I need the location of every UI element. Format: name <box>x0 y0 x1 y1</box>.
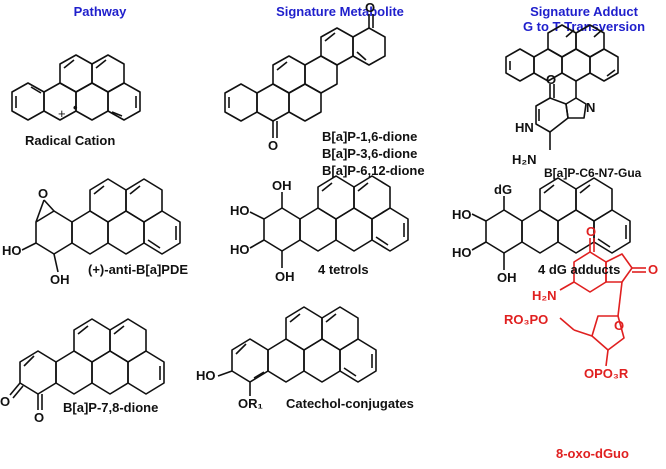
atom-h2n-gua: H₂N <box>512 152 537 167</box>
ring <box>605 253 633 283</box>
atom-hn-gua: HN <box>515 120 534 135</box>
ring <box>593 209 631 254</box>
ring <box>317 175 355 220</box>
label-dione-16: B[a]P-1,6-dione <box>322 129 418 144</box>
ring <box>71 210 109 255</box>
header-adduct-line1: Signature Adduct <box>530 4 638 19</box>
ring <box>109 318 147 363</box>
label-catechol: Catechol-conjugates <box>286 396 414 411</box>
ring <box>55 350 93 395</box>
ring <box>485 209 523 254</box>
label-dg-adducts: 4 dG adducts <box>538 262 621 277</box>
label-dione-78: B[a]P-7,8-dione <box>63 400 159 415</box>
atom-ho-tetrol-1: HO <box>230 203 250 218</box>
ring <box>339 338 377 383</box>
header-signature-metabolite: Signature Metabolite <box>276 4 404 19</box>
ring <box>91 350 129 395</box>
ring <box>521 209 559 254</box>
gua-adduct-structure <box>505 24 619 150</box>
atom-o-78-a: O <box>0 394 11 409</box>
atom-n-gua: N <box>586 100 596 115</box>
atom-o-sugar: O <box>614 318 625 333</box>
ring <box>73 318 111 363</box>
atom-o-oxo-top: O <box>586 224 597 239</box>
ring <box>263 207 301 252</box>
atom-oh-tetrol-bottom: OH <box>275 269 295 284</box>
atom-o-dione-bottom: O <box>268 138 279 153</box>
dione-78-structure <box>9 318 165 410</box>
bpde-structure <box>21 178 181 273</box>
ring <box>107 210 145 255</box>
atom-or1-catechol: OR₁ <box>238 396 263 411</box>
catechol-structure <box>217 306 377 396</box>
ring <box>35 210 73 255</box>
ring <box>575 177 613 222</box>
ring <box>353 175 391 220</box>
ring <box>59 54 93 93</box>
ring <box>127 350 165 395</box>
label-tetrols: 4 tetrols <box>318 262 369 277</box>
ring <box>371 207 409 252</box>
atom-ho-tetrol-2: HO <box>230 242 250 257</box>
ring <box>561 48 591 82</box>
atom-opo3r: OPO₃R <box>584 366 629 381</box>
label-dione-36: B[a]P-3,6-dione <box>322 146 418 161</box>
header-pathway: Pathway <box>73 4 127 19</box>
atom-ho-bpde: HO <box>2 243 22 258</box>
atom-oh-dg: OH <box>497 270 517 285</box>
atom-ho-catechol: HO <box>196 368 216 383</box>
ring <box>143 210 181 255</box>
ring <box>288 83 322 122</box>
label-gua-adduct: B[a]P-C6-N7-Gua <box>544 166 642 180</box>
atom-o-oxo-right: O <box>648 262 659 277</box>
dione-structure <box>224 14 386 138</box>
ring <box>539 177 577 222</box>
ring <box>321 306 359 351</box>
ring <box>303 338 341 383</box>
ring <box>125 178 163 223</box>
atom-o-gua: O <box>546 72 557 87</box>
radical-cation-structure <box>11 54 141 121</box>
ring <box>535 97 569 133</box>
ring <box>565 97 587 119</box>
atom-ho-dg-2: HO <box>452 245 472 260</box>
label-oxo-dguo: 8-oxo-dGuo <box>556 446 629 461</box>
atom-o-78-b: O <box>34 410 45 425</box>
tetrols-structure <box>249 175 409 268</box>
radical-dot: • <box>73 100 78 115</box>
label-bpde: (+)-anti-B[a]PDE <box>88 262 189 277</box>
label-radical-cation: Radical Cation <box>25 133 116 148</box>
atom-dg: dG <box>494 182 513 197</box>
atom-ho-dg-1: HO <box>452 207 472 222</box>
ring <box>19 350 57 395</box>
ring <box>285 306 323 351</box>
ring <box>107 82 141 121</box>
plus-charge: + <box>58 106 66 121</box>
ring <box>320 27 354 66</box>
sugar-ring <box>591 315 625 351</box>
atom-oh-bpde: OH <box>50 272 70 287</box>
ring <box>589 48 619 82</box>
atom-ro3po: RO₃PO <box>504 312 549 327</box>
ring <box>352 27 386 66</box>
atom-h2n-oxo: H₂N <box>532 288 557 303</box>
label-dione-612: B[a]P-6,12-dione <box>322 163 425 178</box>
atom-oh-tetrol-top: OH <box>272 178 292 193</box>
ring <box>231 338 269 383</box>
ring <box>299 207 337 252</box>
atom-o-dione-top: O <box>365 0 376 15</box>
atom-o-epoxide: O <box>38 186 49 201</box>
ring <box>89 178 127 223</box>
ring <box>267 338 305 383</box>
ring <box>335 207 373 252</box>
oxo-dguo-structure <box>559 238 646 367</box>
